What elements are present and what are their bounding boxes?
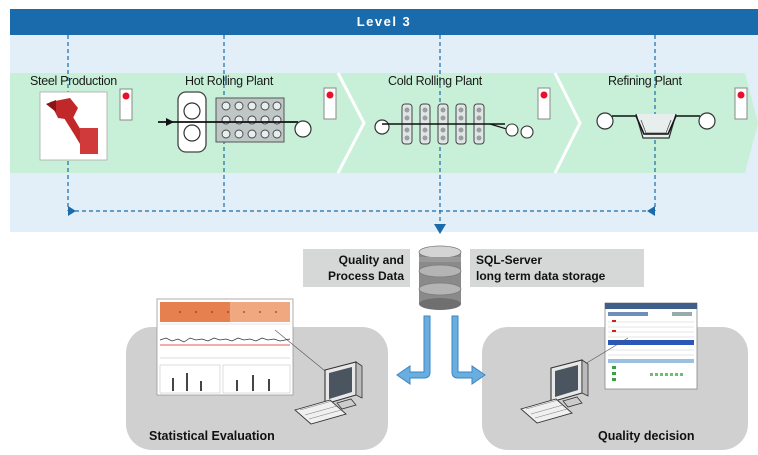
- level-3-bar: Level 3: [10, 9, 758, 35]
- plant-label-steel-production: Steel Production: [30, 74, 117, 88]
- arrow-head: [434, 224, 446, 234]
- plant-label-hot-rolling: Hot Rolling Plant: [185, 74, 274, 88]
- sql-server-title: SQL-Server: [476, 253, 543, 267]
- plant-label-refining: Refining Plant: [608, 74, 682, 88]
- sql-server-label: SQL-Server long term data storage: [470, 249, 644, 287]
- furnace-icon: [39, 91, 108, 161]
- chevron-separator: [336, 72, 366, 174]
- workstation-icon: [294, 361, 363, 425]
- workstation-icon: [520, 359, 589, 424]
- hot-rolling-mill-icon: [158, 91, 312, 153]
- alarm-indicator-icon: [537, 87, 551, 120]
- quality-decision-screen-thumbnail: [574, 302, 698, 390]
- alarm-indicator-icon: [734, 87, 748, 120]
- sql-server-subtitle: long term data storage: [476, 269, 606, 283]
- alarm-indicator-icon: [323, 87, 337, 120]
- refining-tank-icon: [596, 112, 716, 139]
- quality-process-data-label: Quality and Process Data: [303, 249, 410, 287]
- chevron-separator: [553, 72, 582, 174]
- arrow-head: [647, 206, 655, 216]
- alarm-indicator-icon: [119, 88, 133, 121]
- statistics-chart-thumbnail: [156, 298, 331, 396]
- database-icon: [418, 245, 462, 310]
- statistical-evaluation-label: Statistical Evaluation: [149, 429, 275, 443]
- plant-label-cold-rolling: Cold Rolling Plant: [388, 74, 482, 88]
- quality-decision-label: Quality decision: [598, 429, 695, 443]
- cold-rolling-mill-icon: [374, 103, 534, 145]
- data-flow-arrows: [396, 315, 486, 385]
- arrow-head: [68, 206, 76, 216]
